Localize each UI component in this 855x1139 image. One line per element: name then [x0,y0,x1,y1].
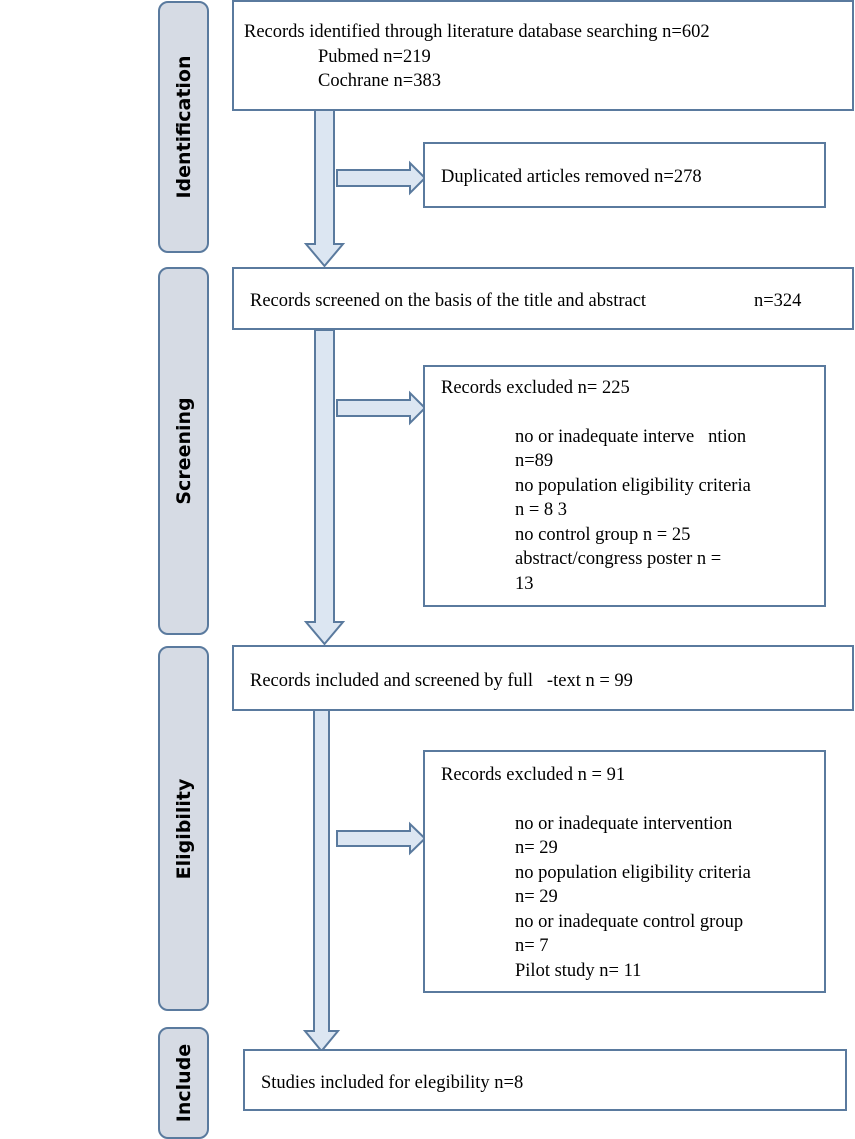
records-screened-text: Records screened on the basis of the tit… [250,291,647,311]
records-screened-count: n=324 [754,291,802,311]
right-arrow-excluded-eligibility [336,821,427,856]
records-identified-box: Records identified through literature da… [232,0,854,111]
list-item: n=89 [515,451,554,471]
list-item: no population eligibility criteria [515,862,751,883]
list-item: n= 29 [515,838,558,858]
excluded-screening-title: Records excluded n= 225 [441,378,630,398]
cochrane-count: Cochrane n=383 [318,71,441,91]
fulltext-screened-text: Records included and screened by full -t… [250,671,633,691]
list-item: 13 [515,573,534,594]
records-screened-box: Records screened on the basis of the tit… [232,267,854,330]
list-item: abstract/congress poster n = [515,549,722,569]
list-item: no or inadequate intervention [515,813,733,834]
excluded-eligibility-title: Records excluded n = 91 [441,765,626,785]
down-arrow-screening [303,329,346,646]
stage-screening: Screening [158,267,209,635]
stage-eligibility: Eligibility [158,646,209,1011]
stage-identification: Identification [158,1,209,253]
stage-include: Include [158,1027,209,1139]
list-item: no control group n = 25 [515,524,691,545]
records-excluded-eligibility-box: Records excluded n = 91 no or inadequate… [423,750,826,993]
duplicates-removed-box: Duplicated articles removed n=278 [423,142,826,208]
studies-included-box: Studies included for elegibility n=8 [243,1049,847,1111]
duplicates-removed-text: Duplicated articles removed n=278 [441,167,702,187]
list-item: n= 7 [515,936,549,956]
pubmed-count: Pubmed n=219 [318,46,431,67]
list-item: n= 29 [515,887,558,907]
records-identified-title: Records identified through literature da… [244,22,710,42]
list-item: n = 8 3 [515,500,568,520]
list-item: no population eligibility criteria [515,475,751,496]
list-item: no or inadequate control group [515,911,744,932]
list-item: Pilot study n= 11 [515,960,642,981]
down-arrow-identification [303,109,346,268]
right-arrow-excluded-screening [336,390,427,426]
excluded-eligibility-list: no or inadequate intervention n= 29 no p… [441,812,824,984]
records-excluded-screening-box: Records excluded n= 225 no or inadequate… [423,365,826,607]
down-arrow-eligibility [302,709,341,1053]
list-item: no or inadequate interve ntion [515,426,747,447]
studies-included-text: Studies included for elegibility n=8 [261,1073,524,1093]
excluded-screening-list: no or inadequate interve ntion n=89 no p… [441,425,824,597]
right-arrow-duplicates [336,160,427,196]
fulltext-screened-box: Records included and screened by full -t… [232,645,854,711]
